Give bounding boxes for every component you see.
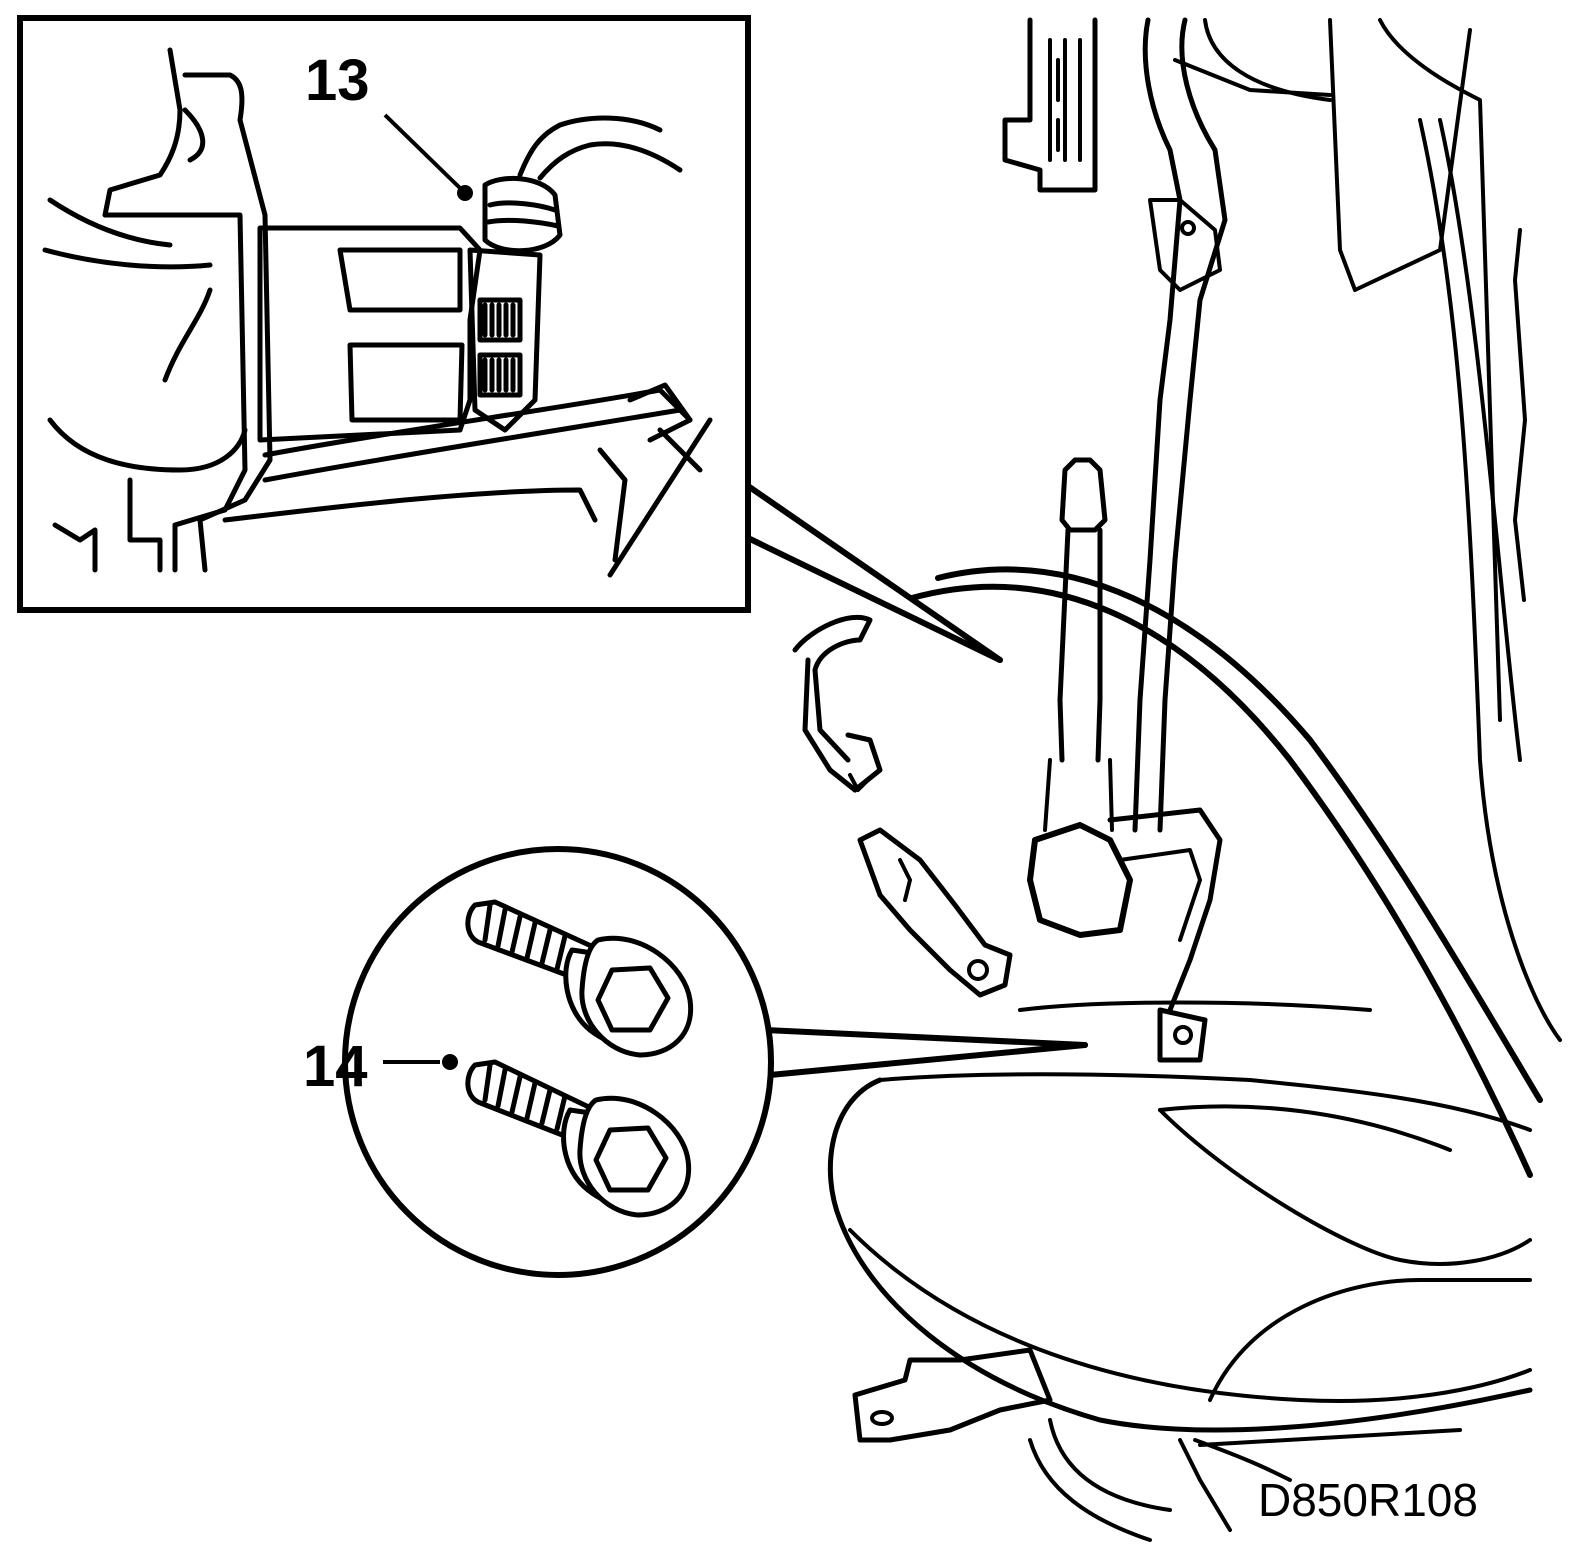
bolt-lower	[465, 1059, 692, 1218]
callout-13-label: 13	[305, 48, 370, 113]
bolt-upper	[465, 899, 694, 1058]
drawing-code: D850R108	[1258, 1474, 1478, 1526]
connector-detail-drawing	[42, 47, 713, 578]
callout-13-dot	[457, 185, 473, 201]
callout-14-label: 14	[303, 1034, 368, 1099]
detail-inset-bolts: 14	[303, 846, 1088, 1278]
seat-illustration	[792, 17, 1562, 1542]
callout-13-leader	[383, 113, 464, 192]
callout-14-dot	[442, 1054, 458, 1070]
detail-inset-connector: 13	[17, 15, 1003, 663]
